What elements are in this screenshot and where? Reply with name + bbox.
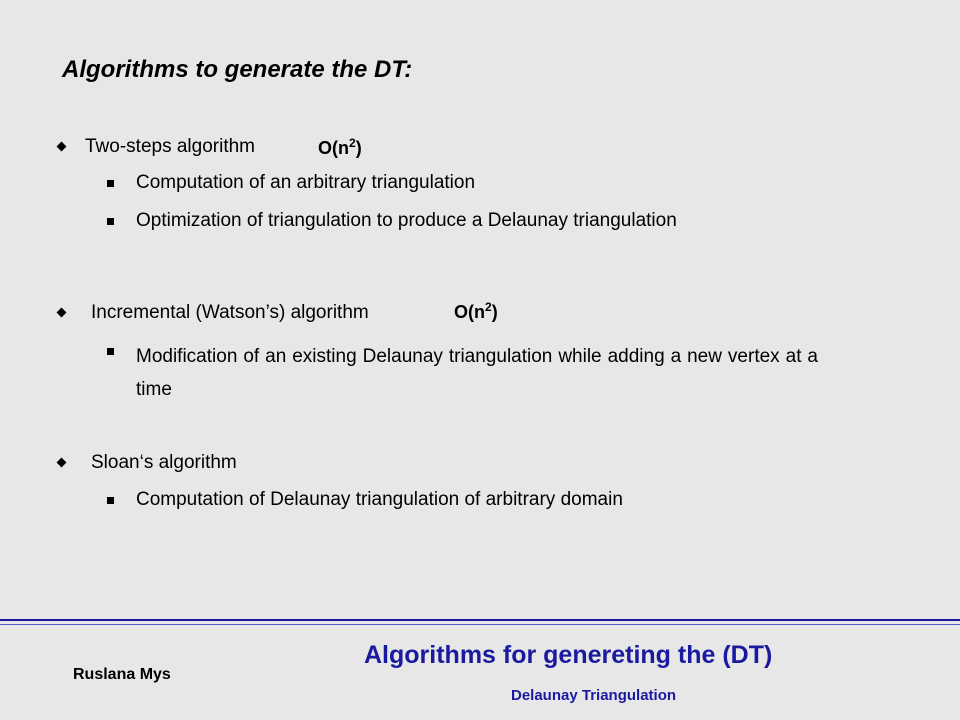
section-title: Two-steps algorithm xyxy=(85,136,256,157)
list-item: Computation of Delaunay triangulation of… xyxy=(136,489,623,510)
list-item: Modification of an existing Delaunay tri… xyxy=(136,346,818,400)
diamond-bullet-icon xyxy=(56,307,67,318)
diamond-bullet-icon xyxy=(56,141,67,152)
square-bullet-icon xyxy=(107,180,114,187)
square-bullet-icon xyxy=(107,218,114,225)
section-title: Sloan‘s algorithm xyxy=(91,452,237,473)
slide-heading: Algorithms to generate the DT: xyxy=(62,56,413,83)
section-title: Incremental (Watson’s) algorithm xyxy=(91,302,369,323)
square-bullet-icon xyxy=(107,348,114,355)
complexity-base: O(n xyxy=(318,138,349,158)
complexity-base: O(n xyxy=(454,302,485,322)
complexity-label: O(n2) xyxy=(454,300,498,323)
square-bullet-icon xyxy=(107,497,114,504)
complexity-label: O(n2) xyxy=(318,136,362,159)
footer-subtitle: Delaunay Triangulation xyxy=(511,687,677,704)
footer-title: Algorithms for genereting the (DT) xyxy=(364,641,773,669)
complexity-exponent: 2 xyxy=(349,136,356,150)
complexity-exponent: 2 xyxy=(485,300,492,314)
list-item: Optimization of triangulation to produce… xyxy=(136,210,677,231)
complexity-close: ) xyxy=(491,302,498,322)
footer-divider-thin xyxy=(0,624,960,625)
list-item: Computation of an arbitrary triangulatio… xyxy=(136,172,476,193)
footer-divider xyxy=(0,619,960,621)
footer-author: Ruslana Mys xyxy=(73,666,171,683)
diamond-bullet-icon xyxy=(56,457,67,468)
complexity-close: ) xyxy=(355,138,362,158)
